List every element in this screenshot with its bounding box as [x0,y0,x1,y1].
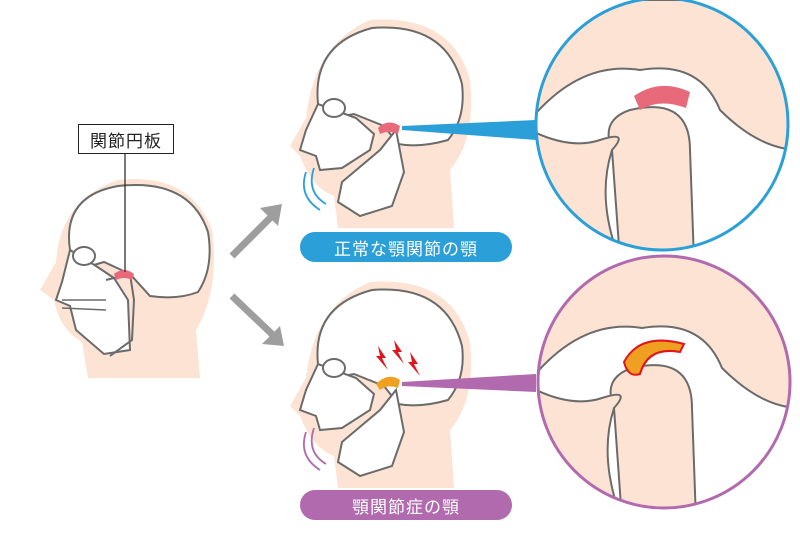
arrow-up-head [260,204,282,226]
disorder-mandible [336,387,406,478]
normal-head [290,19,472,228]
disorder-temporal-bone [538,256,790,410]
normal-eye-socket [322,98,346,118]
reference-cranium [68,184,211,299]
disorder-face [298,362,376,432]
reference-head [40,154,214,378]
disorder-disc [376,376,400,390]
disc-label: 関節円板 [78,124,174,154]
normal-cranium [316,26,464,147]
reference-disc [114,270,134,280]
normal-motion-arc [302,167,327,211]
disorder-jaw-label: 顎関節症の顎 [300,490,512,520]
normal-condyle [607,106,696,250]
reference-face [54,248,132,356]
disorder-cranium [316,288,464,407]
normal-face [298,102,376,172]
normal-jaw-label: 正常な顎関節の顎 [300,232,512,262]
reference-teeth [61,299,107,311]
normal-magnified-ring [534,0,790,252]
disorder-eye-socket [322,358,346,378]
disorder-skull-base [538,386,624,508]
normal-disc [378,122,400,134]
disorder-zoom-connector [402,374,536,392]
disorder-condyle [609,364,698,508]
disorder-disc-magnified [622,339,686,376]
pain-lightning-icon [376,340,420,376]
normal-zoom-connector [402,120,536,140]
disorder-magnified-ring [536,254,792,510]
disorder-head [290,281,472,488]
normal-mandible [336,127,406,218]
arrows [229,204,284,346]
arrow-down-head [262,326,284,346]
arrow-up-shaft [229,211,277,259]
disorder-motion-arc [302,427,327,471]
normal-magnified-view [534,0,790,252]
normal-temporal-bone [536,0,788,152]
reference-eye-socket [72,246,96,266]
normal-skull-base [536,128,622,250]
normal-disc-magnified [634,85,690,110]
disorder-magnified-view [536,254,792,510]
arrow-down-shaft [229,293,277,339]
